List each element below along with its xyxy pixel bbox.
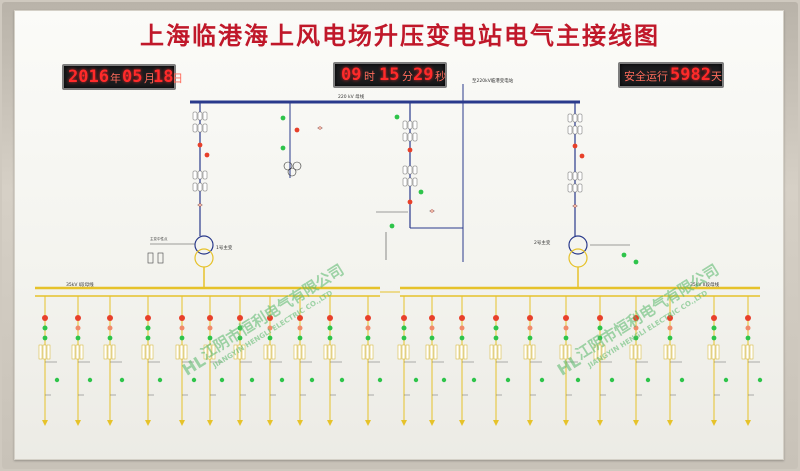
feeder-bay — [38, 296, 60, 426]
feeder-bay — [741, 296, 763, 426]
time-led-display: 09 时 15 分 29 秒 — [333, 62, 447, 88]
time-minute-unit: 分 — [402, 70, 413, 83]
feeder-bay — [293, 296, 315, 426]
time-second-unit: 秒 — [435, 70, 446, 83]
feeder-bays — [38, 296, 763, 426]
safety-days-unit: 天 — [711, 70, 722, 83]
date-month-unit: 月 — [144, 72, 155, 85]
bus-35kv-1-label: 35kV I段母线 — [66, 281, 94, 288]
feeder-bay — [663, 296, 685, 426]
transformer-1-label: 1号主变 — [216, 244, 233, 251]
watermark-cn-right: 江阴市恒利电气有限公司 — [573, 261, 722, 364]
transformer-bay-1: 1号主变 主变中性点 — [147, 102, 233, 288]
transformer-2-label: 2号主变 — [534, 239, 551, 246]
feeder-bay — [361, 296, 383, 426]
feeder-bay — [103, 296, 125, 426]
line-bay — [376, 102, 463, 260]
feeder-bay — [203, 296, 225, 426]
time-minute: 15 — [379, 65, 400, 85]
time-second: 29 — [413, 65, 434, 85]
feeder-bay — [141, 296, 163, 426]
pt-bay — [280, 102, 323, 178]
date-year: 2016 — [68, 67, 109, 87]
feeder-bay — [175, 296, 197, 426]
bus-35kv-2-label: 35kV II段母线 — [690, 281, 719, 288]
time-hour: 09 — [341, 65, 362, 85]
date-year-unit: 年 — [110, 72, 121, 85]
safety-days-display: 安全运行 5982 天 — [618, 62, 724, 88]
feeder-bay — [71, 296, 93, 426]
safety-days-value: 5982 — [670, 65, 711, 85]
date-led-display: 2016 年 05 月 18 日 — [62, 64, 183, 90]
transformer-bay-2: 2号主变 — [534, 102, 639, 288]
feeder-bay — [629, 296, 651, 426]
date-day: 18 — [153, 67, 174, 87]
feeder-bay — [323, 296, 345, 426]
bus-220kv-label: 220 kV 母线 — [338, 93, 365, 100]
time-hour-unit: 时 — [364, 70, 375, 83]
svg-text:主变中性点: 主变中性点 — [150, 236, 168, 241]
feeder-bay — [233, 296, 255, 426]
feeder-bay — [559, 296, 581, 426]
feeder-bay — [397, 296, 419, 426]
feeder-bay — [593, 296, 615, 426]
feeder-bay — [263, 296, 285, 426]
feeder-bay — [489, 296, 511, 426]
date-day-unit: 日 — [172, 72, 183, 85]
date-month: 05 — [122, 67, 143, 87]
safety-label: 安全运行 — [624, 70, 668, 83]
feeder-bay — [523, 296, 545, 426]
feeder-bay — [455, 296, 477, 426]
feeder-bay — [425, 296, 447, 426]
feeder-bay — [707, 296, 729, 426]
line-220kv-label: 至220kV临港变电站 — [472, 77, 514, 84]
page-title: 上海临港海上风电场升压变电站电气主接线图 — [140, 21, 660, 50]
